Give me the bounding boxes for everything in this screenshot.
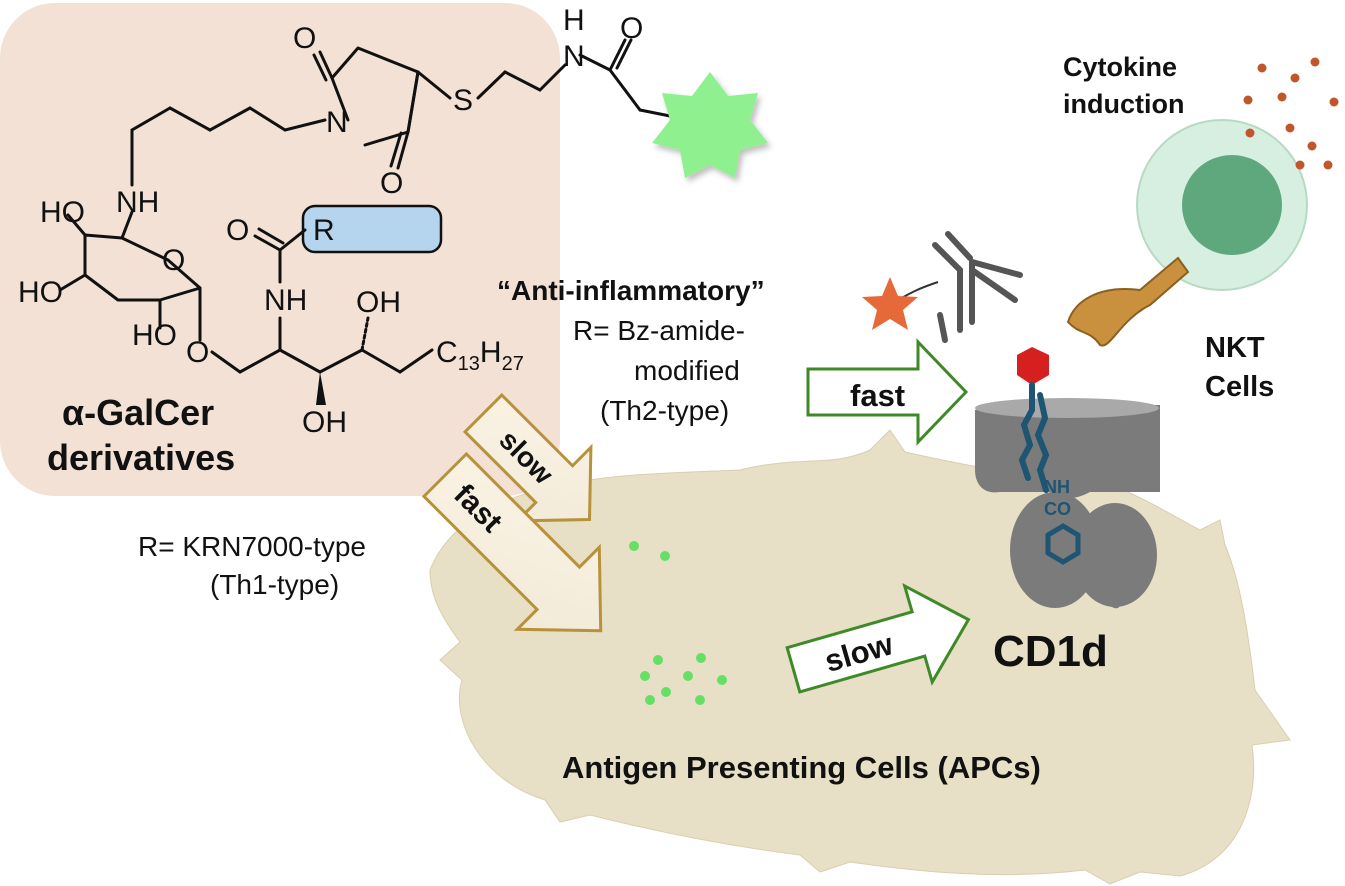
chain-formula-label: C13H27 [436,336,524,375]
cytokine-dots [1243,57,1339,170]
n-imide-label: N [326,106,348,139]
apc-label: Antigen Presenting Cells (APCs) [562,750,1041,785]
oh-bottom-label: OH [302,406,347,439]
cytokine-line2-label: induction [1063,89,1184,119]
nh-h-label: H [563,4,585,37]
tcr-receptor [1066,256,1190,347]
s-atom-label: S [453,84,473,117]
o-glyco-label: O [186,336,209,369]
ho-3-label: HO [132,319,177,352]
o-imide-top-label: O [293,22,316,55]
krn-line1-label: R= KRN7000-type [138,531,366,562]
fluorescent-tag-star-icon [652,72,768,178]
o-carbonyl-label: O [226,214,249,247]
internalized-probe-dots [629,541,727,705]
o-ring-label: O [162,244,185,277]
cd1d-molecule [975,398,1160,609]
nh-groove-label: NH [1044,477,1070,497]
anti-inflammatory-label: “Anti-inflammatory” [497,275,765,306]
bz-line3-label: (Th2-type) [600,395,729,426]
bz-line2-label: modified [634,355,740,386]
antibody-icon [932,231,1023,343]
galcer-structure-bonds [58,38,682,405]
arrow-fast-green-label: fast [850,378,905,413]
nkt-line1-label: NKT [1205,332,1265,364]
krn-line2-label: (Th1-type) [210,569,339,600]
o-amide-label: O [620,12,643,45]
co-groove-label: CO [1044,499,1071,519]
galcer-title-line1: α-GalCer [62,392,214,433]
ho-1-label: HO [40,196,85,229]
nkt-line2-label: Cells [1205,371,1274,403]
r-group-box [301,204,443,254]
orange-star-icon [862,277,918,330]
oh-top-label: OH [356,286,401,319]
o-imide-bottom-label: O [380,167,403,200]
arrow-fast-green: fast [806,338,969,446]
cytokine-line1-label: Cytokine [1063,52,1177,82]
benzoyl-ring-icon [1045,523,1081,565]
ho-2-label: HO [18,276,63,309]
r-group-label: R [313,214,335,247]
nkt-cell-nucleus [1182,155,1282,255]
galcer-structure-labels: O N O S H N O NH HO HO HO O O O NH OH OH… [18,4,643,439]
nh-n-label: N [563,40,585,73]
lipid-chains [1018,382,1050,493]
galcer-title-line2: derivatives [47,437,235,478]
arrow-fast-gold: fast [421,451,603,633]
bz-line1-label: R= Bz-amide- [573,315,745,346]
nh-linker-label: NH [116,186,159,219]
nh-amide-label: NH [264,284,307,317]
red-hexagon-icon [1017,347,1049,385]
cd1d-label: CD1d [993,627,1108,676]
